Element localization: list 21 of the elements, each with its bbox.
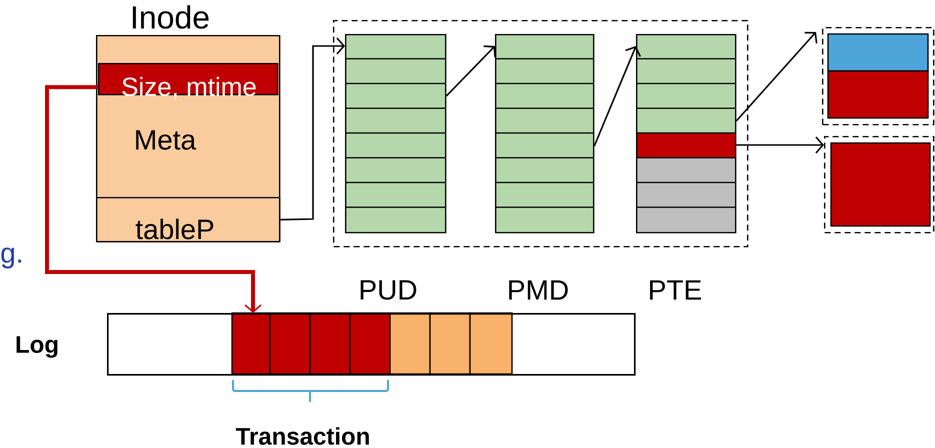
level-label: PUD — [360, 280, 416, 300]
log-label: Log — [16, 336, 58, 358]
arrow — [594, 46, 641, 146]
page-table-group — [333, 20, 748, 248]
level-label: PMD — [509, 280, 568, 300]
arrow — [736, 32, 818, 122]
arrow — [736, 136, 824, 154]
page-table-column — [345, 34, 446, 234]
level-label: PTE — [650, 280, 702, 300]
page-box — [822, 27, 934, 126]
arrow — [446, 45, 496, 97]
tablep-field: tableP — [96, 197, 280, 242]
inode-heading: Inode — [132, 5, 209, 29]
page-table-column — [636, 34, 736, 234]
text-fragment: g. — [1, 248, 21, 268]
bracket-label: Transaction — [236, 427, 369, 445]
arrow — [45, 85, 262, 313]
page-table-column — [495, 34, 594, 234]
size-mtime-field: Size, mtime — [98, 63, 278, 100]
page-box — [824, 136, 934, 234]
arrow — [280, 37, 345, 220]
